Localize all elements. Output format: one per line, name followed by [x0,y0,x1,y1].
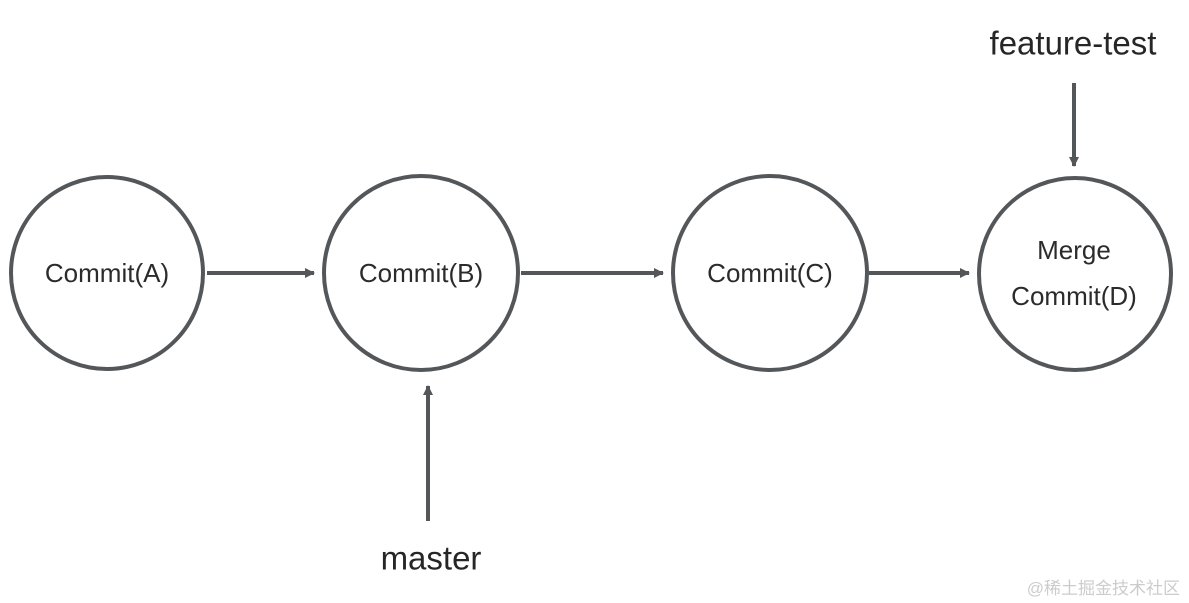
watermark: @稀土掘金技术社区 [1027,579,1180,598]
master-branch-label: master [381,540,482,577]
commit-d-circle [977,176,1173,372]
commit-d-label-line1: Merge [1037,235,1111,265]
commit-node-c: Commit(C) [671,174,869,372]
commit-c-label: Commit(C) [707,258,833,288]
merge-commit-node-d: Merge Commit(D) [977,176,1173,372]
commit-c-circle [671,174,869,372]
feature-test-branch-label: feature-test [990,25,1157,62]
commit-b-circle [322,174,520,372]
commit-a-circle [9,175,205,371]
commit-node-a: Commit(A) [9,175,205,371]
commit-node-b: Commit(B) [322,174,520,372]
commit-b-label: Commit(B) [359,258,483,288]
commit-a-label: Commit(A) [45,258,169,288]
commit-d-label-line2: Commit(D) [1011,281,1137,311]
